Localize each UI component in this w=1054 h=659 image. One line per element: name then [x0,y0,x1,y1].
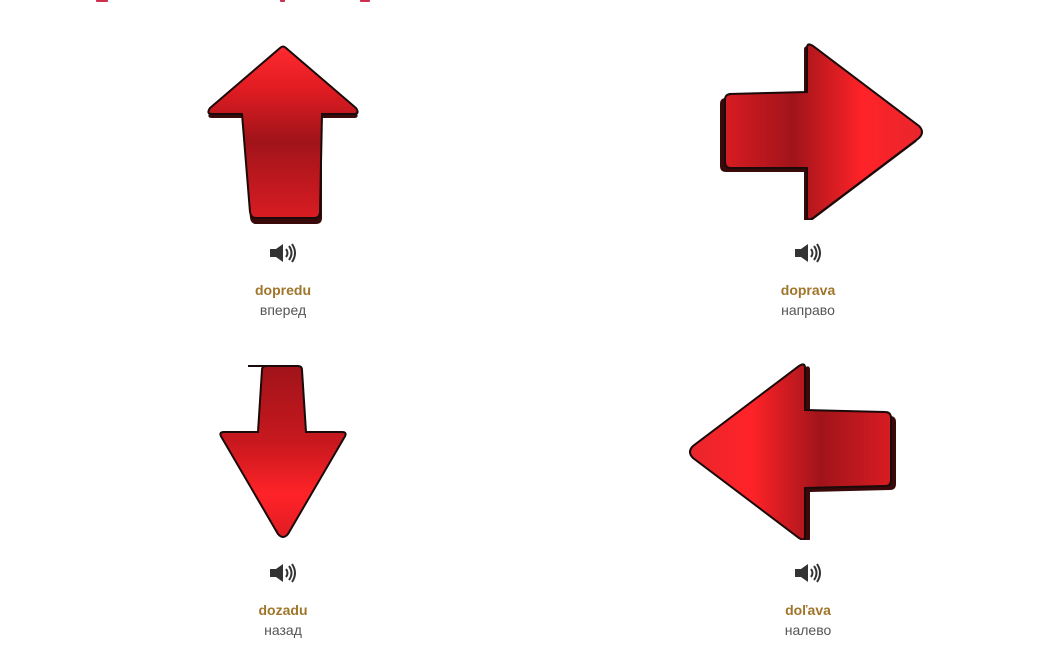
top-text-cutoff [0,0,1054,6]
speaker-icon[interactable] [269,562,299,584]
translation-label: вперед [259,302,307,318]
translation-label: назад [264,622,302,638]
word-label: dozadu [258,602,308,618]
word-label: doľava [785,602,831,618]
arrow-left-icon [658,360,958,540]
arrow-right-icon [658,40,958,220]
vocab-card-dozadu: dozadu назад [133,360,433,650]
vocab-card-dopredu: dopredu вперед [133,40,433,330]
arrow-down-icon [133,362,433,542]
arrow-up-icon [133,44,433,224]
translation-label: направо [781,302,835,318]
speaker-icon[interactable] [794,562,824,584]
word-label: doprava [780,282,836,298]
translation-label: налево [784,622,832,638]
speaker-icon[interactable] [794,242,824,264]
word-label: dopredu [255,282,311,298]
vocab-card-doprava: doprava направо [658,40,958,330]
vocab-card-dolava: doľava налево [658,360,958,650]
speaker-icon[interactable] [269,242,299,264]
